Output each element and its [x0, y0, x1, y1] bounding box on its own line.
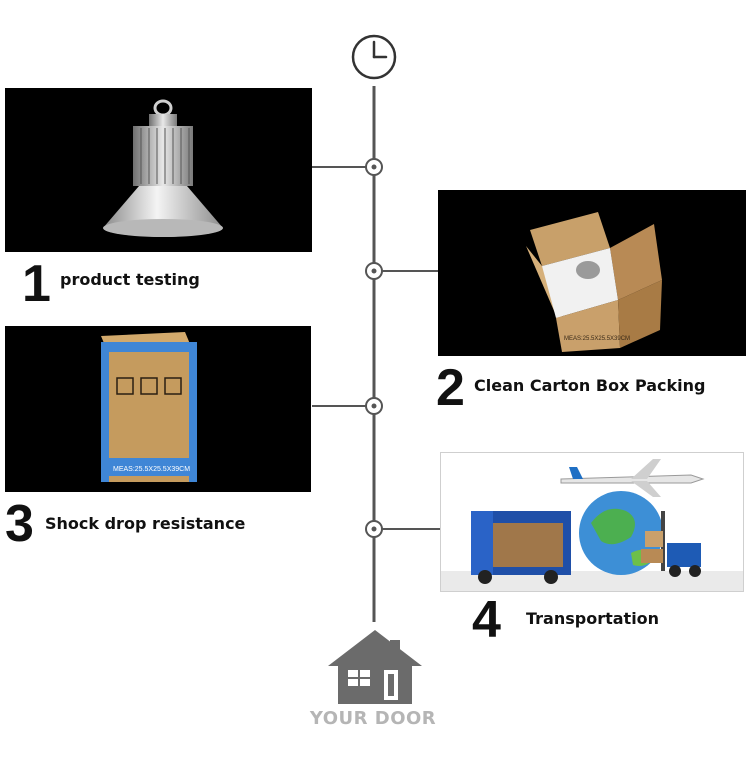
step-4-number: 4	[472, 591, 501, 649]
step-1-label: product testing	[60, 270, 200, 289]
open-carton-illustration: MEAS:25.5X25.5X39CM	[526, 212, 662, 352]
highbay-lamp-illustration	[103, 99, 223, 237]
timeline-node-3	[365, 397, 383, 415]
house-icon	[328, 630, 422, 704]
your-door-label: YOUR DOOR	[309, 708, 437, 729]
step-2-label: Clean Carton Box Packing	[474, 376, 706, 395]
box-mark-text: MEAS:25.5X25.5X39CM	[113, 466, 190, 473]
taped-box-illustration: MEAS:25.5X25.5X39CM	[101, 332, 197, 482]
transportation-illustration	[441, 459, 743, 591]
step-4-label: Transportation	[526, 609, 660, 628]
step-3-label: Shock drop resistance	[45, 514, 246, 533]
clock-icon	[351, 34, 397, 80]
step-3-number: 3	[5, 495, 34, 553]
forklift-icon	[641, 511, 701, 577]
truck-icon	[471, 511, 571, 584]
step-3-image: MEAS:25.5X25.5X39CM	[5, 326, 311, 492]
step-2-image: MEAS:25.5X25.5X39CM	[438, 190, 746, 356]
timeline-node-1	[365, 158, 383, 176]
step-2-number: 2	[436, 359, 465, 417]
box-mark-text: MEAS:25.5X25.5X39CM	[564, 336, 630, 342]
airplane-icon	[560, 459, 705, 497]
step-1-image	[5, 88, 312, 252]
step-1-number: 1	[22, 255, 51, 313]
timeline-node-2	[365, 262, 383, 280]
step-4-image	[440, 452, 744, 592]
timeline-node-4	[365, 520, 383, 538]
